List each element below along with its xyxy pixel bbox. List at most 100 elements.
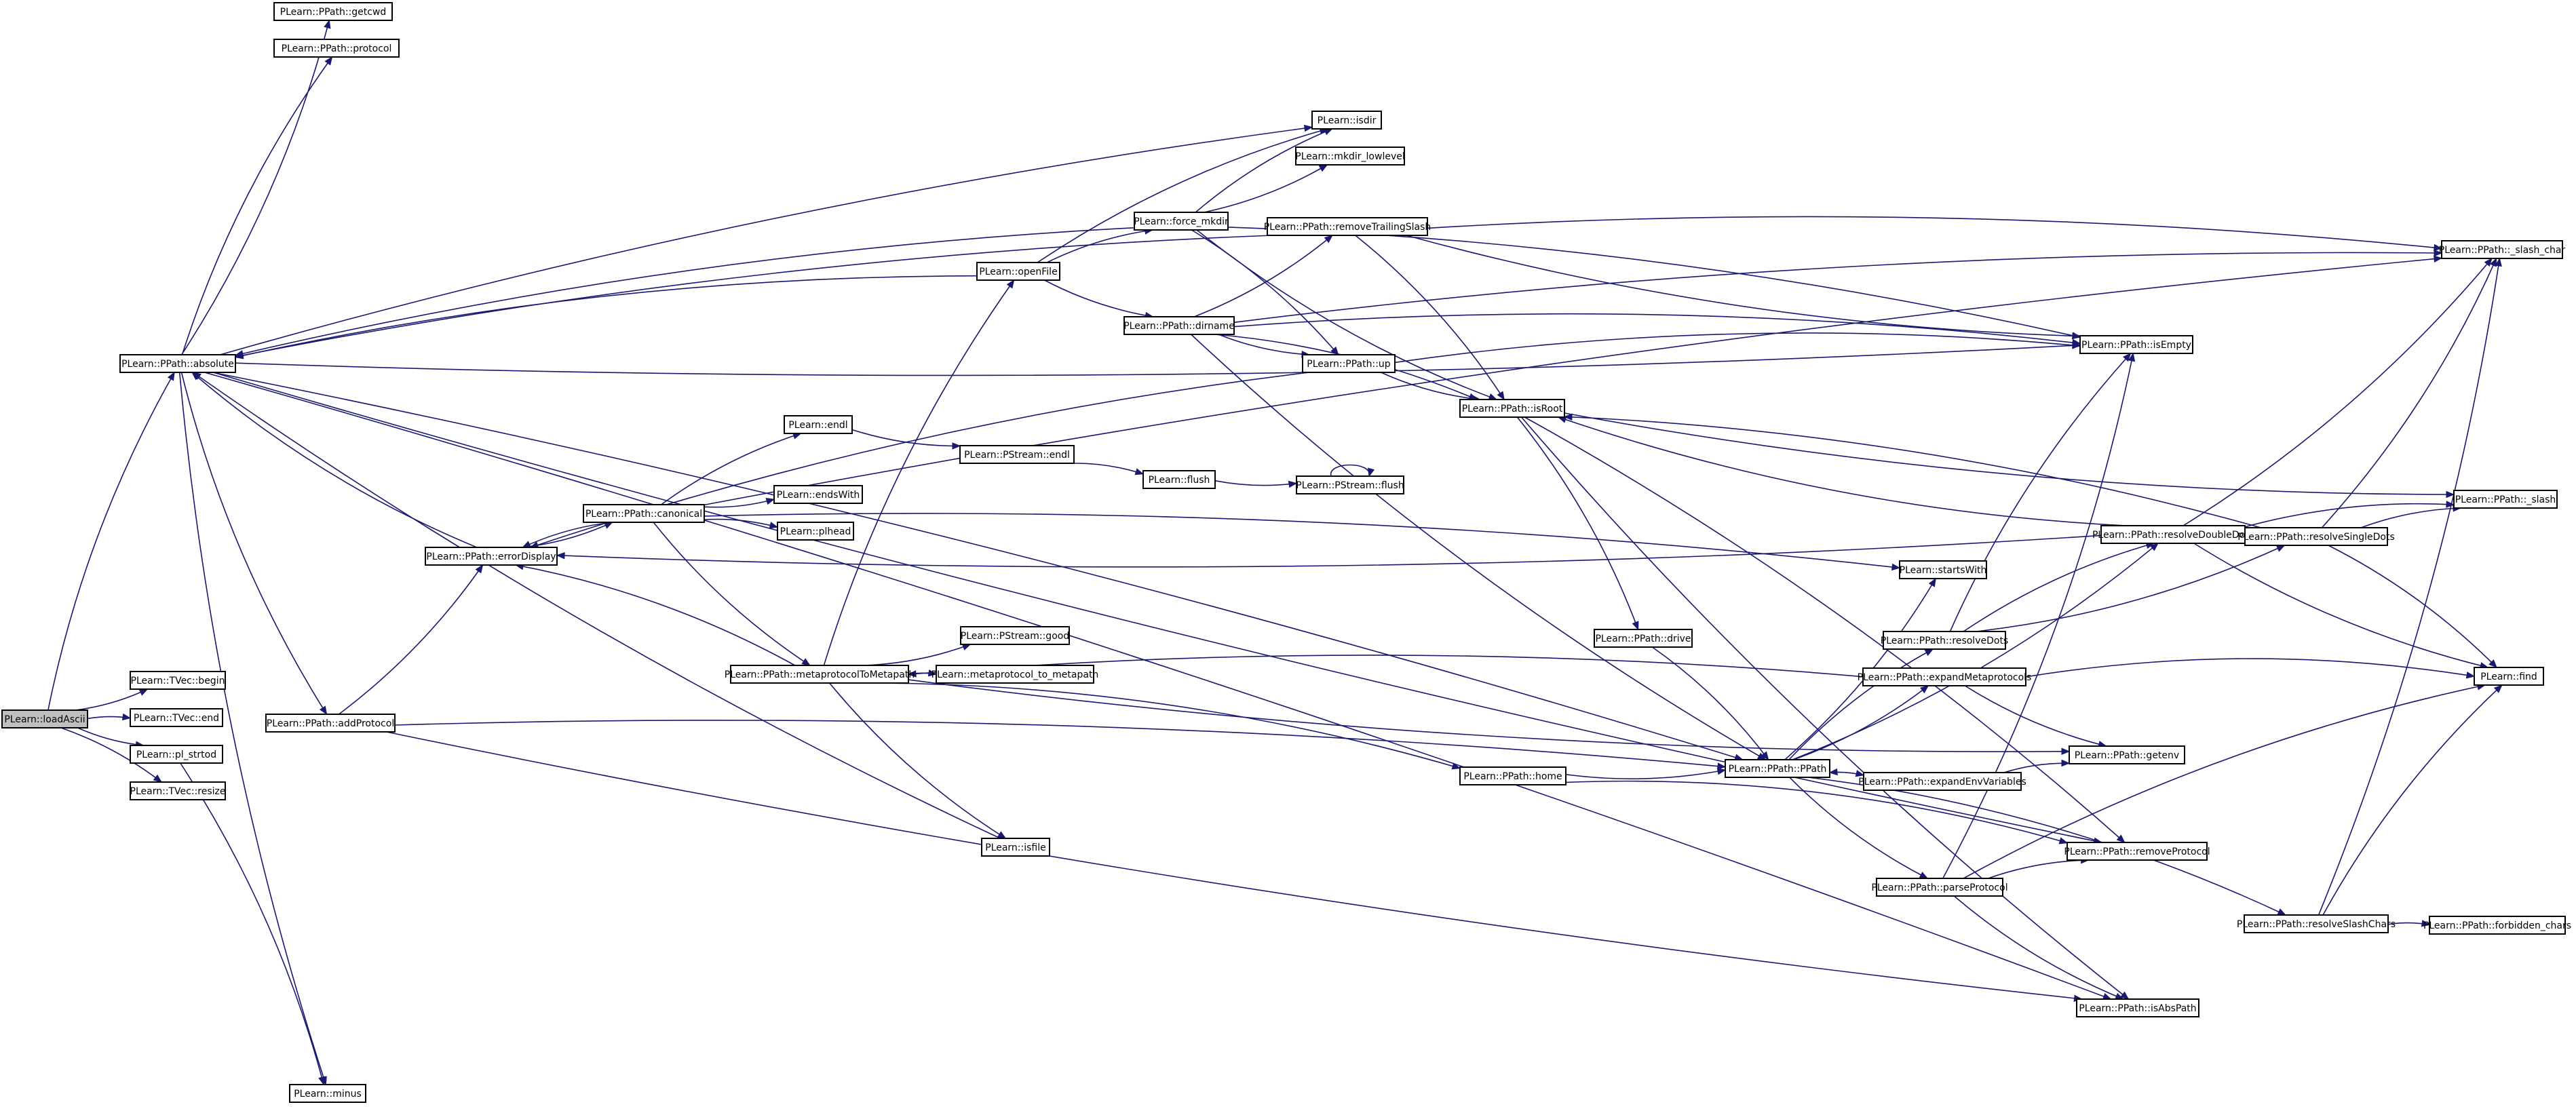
- node-startsWith[interactable]: PLearn::startsWith: [1899, 560, 1987, 579]
- node-errorDisplay[interactable]: PLearn::PPath::errorDisplay: [425, 547, 558, 566]
- node-minus[interactable]: PLearn::minus: [289, 1084, 366, 1103]
- node-resize[interactable]: PLearn::TVec::resize: [130, 781, 226, 800]
- node-resolveDots[interactable]: PLearn::PPath::resolveDots: [1881, 631, 2008, 650]
- node-label: PLearn::PPath::_slash_char: [2439, 245, 2566, 256]
- node-isEmpty[interactable]: PLearn::PPath::isEmpty: [2079, 335, 2193, 354]
- node-endl[interactable]: PLearn::endl: [784, 415, 853, 434]
- edge-flush-to-psflush: [1214, 480, 1298, 488]
- node-resolveSlash[interactable]: PLearn::PPath::resolveSlashChars: [2237, 914, 2396, 933]
- node-endsWith[interactable]: PLearn::endsWith: [773, 485, 863, 504]
- edge-isRoot-to-slash: [1564, 412, 2455, 499]
- node-box: [1459, 399, 1565, 418]
- node-box: [1296, 475, 1404, 494]
- edge-line: [864, 644, 971, 666]
- node-expandEnv[interactable]: PLearn::PPath::expandEnvVariables: [1858, 772, 2026, 791]
- node-canonical[interactable]: PLearn::PPath::canonical: [583, 504, 705, 523]
- arrowhead: [1134, 468, 1145, 475]
- node-isAbsPath[interactable]: PLearn::PPath::isAbsPath: [2076, 998, 2199, 1017]
- edge-line: [1394, 332, 2081, 364]
- arrowhead: [2490, 257, 2497, 267]
- arrowhead: [765, 498, 775, 505]
- edge-line: [704, 518, 778, 528]
- node-metaProtoToMetapath[interactable]: PLearn::metaprotocol_to_metapath: [931, 665, 1099, 684]
- edge-openFile-to-dirname: [1044, 279, 1154, 319]
- node-resolveDoubleDots[interactable]: PLearn::PPath::resolveDoubleDots: [2092, 525, 2254, 544]
- node-flush[interactable]: PLearn::flush: [1142, 470, 1216, 489]
- arrowhead: [167, 371, 175, 381]
- node-dirname[interactable]: PLearn::PPath::dirname: [1123, 316, 1235, 335]
- edge-resolveSlash-to-slashChar: [2318, 257, 2502, 916]
- node-label: PLearn::PPath::up: [1307, 359, 1391, 370]
- edge-absolute-to-getcwd: [181, 19, 331, 355]
- node-strtod[interactable]: PLearn::pl_strtod: [130, 745, 223, 764]
- node-box: [777, 522, 854, 541]
- node-expandMeta[interactable]: PLearn::PPath::expandMetaprotocols: [1858, 667, 2032, 686]
- edge-loadAscii-to-absolute: [47, 371, 175, 711]
- node-box: [1594, 629, 1693, 648]
- edge-resolveSingleDots-to-slashChar: [2321, 257, 2497, 528]
- edge-removeTrailing-to-absolute: [234, 235, 1273, 359]
- node-slashChar[interactable]: PLearn::PPath::_slash_char: [2439, 240, 2566, 259]
- node-tvend[interactable]: PLearn::TVec::end: [130, 708, 223, 727]
- node-addProtocol[interactable]: PLearn::PPath::addProtocol: [265, 714, 396, 733]
- edge-isRoot-to-drive: [1516, 416, 1639, 631]
- node-absolute[interactable]: PLearn::PPath::absolute: [119, 354, 236, 373]
- node-slash[interactable]: PLearn::PPath::_slash: [2453, 490, 2558, 509]
- edge-parseProtocol-to-isEmpty: [1942, 352, 2136, 879]
- node-label: PLearn::metaprotocol_to_metapath: [931, 669, 1099, 680]
- arrowhead: [1828, 768, 1838, 776]
- edge-openFile-to-forceMkdir: [1046, 227, 1154, 263]
- node-box: [2069, 745, 2185, 764]
- edge-line: [1789, 777, 1928, 879]
- node-removeTrailing[interactable]: PLearn::PPath::removeTrailingSlash: [1264, 217, 1431, 236]
- arrowhead: [319, 705, 328, 716]
- node-box: [1142, 470, 1216, 489]
- node-label: PLearn::isdir: [1318, 115, 1377, 126]
- node-mkdirLow[interactable]: PLearn::mkdir_lowlevel: [1295, 147, 1405, 166]
- node-label: PLearn::force_mkdir: [1134, 216, 1229, 227]
- edge-line: [2025, 658, 2475, 678]
- edge-line: [1191, 229, 1339, 355]
- edge-forceMkdir-to-isRoot: [1196, 229, 1498, 400]
- node-plhead[interactable]: PLearn::plhead: [777, 522, 854, 541]
- edge-line: [204, 372, 2111, 1000]
- arrowhead: [2120, 991, 2130, 1000]
- edge-expandMeta-to-metaToMeta: [907, 655, 1864, 678]
- node-isfile[interactable]: PLearn::isfile: [981, 838, 1050, 857]
- edge-up-to-isEmpty: [1394, 332, 2081, 364]
- arrowhead: [1451, 762, 1461, 770]
- node-isRoot[interactable]: PLearn::PPath::isRoot: [1459, 399, 1565, 418]
- node-isdir[interactable]: PLearn::isdir: [1311, 111, 1382, 130]
- edge-canonical-to-plhead: [704, 518, 779, 529]
- node-drive[interactable]: PLearn::PPath::drive: [1594, 629, 1693, 648]
- node-up[interactable]: PLearn::PPath::up: [1302, 354, 1396, 373]
- node-getenv[interactable]: PLearn::PPath::getenv: [2069, 745, 2185, 764]
- node-metaToMeta[interactable]: PLearn::PPath::metaprotocolToMetapath: [725, 665, 915, 684]
- node-loadAscii[interactable]: PLearn::loadAscii: [1, 709, 88, 728]
- node-tvbegin[interactable]: PLearn::TVec::begin: [130, 671, 226, 690]
- node-home[interactable]: PLearn::PPath::home: [1459, 766, 1566, 785]
- edge-pppath-to-resolveDots: [1788, 648, 1934, 760]
- node-openFile[interactable]: PLearn::openFile: [976, 262, 1060, 281]
- node-removeProtocol[interactable]: PLearn::PPath::removeProtocol: [2064, 842, 2210, 861]
- node-getcwd[interactable]: PLearn::PPath::getcwd: [273, 2, 393, 21]
- node-find[interactable]: PLearn::find: [2474, 667, 2544, 686]
- edge-line: [1976, 545, 2285, 632]
- node-resolveSingleDots[interactable]: PLearn::PPath::resolveSingleDots: [2237, 527, 2395, 546]
- arrowhead: [2061, 759, 2071, 767]
- edge-forceMkdir-to-mkdirLow: [1204, 164, 1328, 213]
- node-pppath[interactable]: PLearn::PPath::PPath: [1725, 759, 1830, 778]
- node-psgood[interactable]: PLearn::PStream::good: [960, 626, 1070, 645]
- node-forbidden[interactable]: PLearn::PPath::forbidden_chars: [2423, 916, 2571, 935]
- node-box: [1862, 667, 2026, 686]
- node-protocol[interactable]: PLearn::PPath::protocol: [273, 39, 400, 58]
- edge-line: [235, 345, 2081, 376]
- node-psendl[interactable]: PLearn::PStream::endl: [959, 445, 1075, 464]
- edge-home-to-pppath: [1565, 768, 1727, 779]
- node-parseProtocol[interactable]: PLearn::PPath::parseProtocol: [1871, 878, 2008, 897]
- node-forceMkdir[interactable]: PLearn::force_mkdir: [1134, 212, 1229, 231]
- node-psflush[interactable]: PLearn::PStream::flush: [1296, 475, 1404, 494]
- edge-resolveDots-to-resolveSingleDots: [1976, 545, 2286, 632]
- edge-line: [60, 727, 162, 783]
- edge-parseProtocol-to-isAbsPath: [1953, 895, 2124, 1000]
